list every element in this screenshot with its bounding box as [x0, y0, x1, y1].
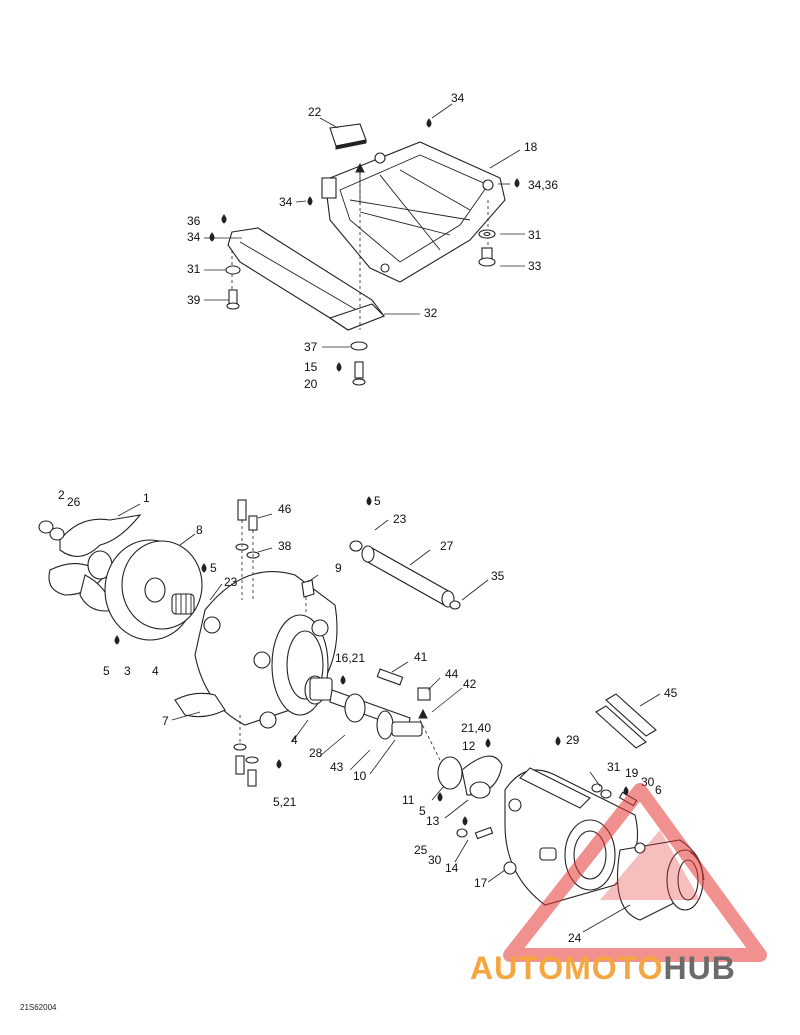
watermark-moto: MOTO — [564, 950, 664, 986]
label-42: 42 — [463, 677, 477, 691]
label-30: 30 — [428, 853, 442, 867]
label-39: 39 — [187, 293, 201, 307]
label-23: 23 — [393, 512, 407, 526]
top-assembly — [204, 103, 525, 386]
part-12-cone — [461, 755, 503, 799]
label-12: 12 — [462, 739, 476, 753]
adhesive-drop-icon — [209, 118, 520, 372]
part-4-spline — [171, 593, 195, 615]
label-5-21: 5,21 — [273, 795, 297, 809]
label-2: 2 — [58, 488, 65, 502]
label-24: 24 — [568, 931, 582, 945]
part-18-bracket — [321, 141, 506, 283]
part-27-tube — [349, 540, 461, 610]
label-25: 25 — [414, 843, 428, 857]
label-9: 9 — [335, 561, 342, 575]
label-4: 4 — [152, 664, 159, 678]
label-11: 11 — [402, 793, 415, 807]
label-43: 43 — [330, 760, 344, 774]
label-1: 1 — [143, 491, 150, 505]
label-29: 29 — [566, 733, 580, 747]
label-27: 27 — [440, 539, 454, 553]
drawing-code: 21S62004 — [20, 1003, 57, 1012]
label-26: 26 — [67, 495, 81, 509]
callout-labels: 22 34 18 34 34,36 36 34 31 31 33 39 32 3… — [58, 91, 678, 945]
label-8: 8 — [196, 523, 203, 537]
label-7: 7 — [162, 714, 169, 728]
label-34-36: 34,36 — [528, 178, 558, 192]
label-28: 28 — [309, 746, 323, 760]
label-17: 17 — [474, 876, 488, 890]
label-45: 45 — [664, 686, 678, 700]
label-10: 10 — [353, 769, 367, 783]
part-8-wear-ring — [104, 539, 203, 641]
label-21-40: 21,40 — [461, 721, 491, 735]
label-5: 5 — [210, 561, 217, 575]
label-36: 36 — [187, 214, 201, 228]
part-28-shaft — [309, 677, 423, 740]
label-4: 4 — [291, 733, 298, 747]
label-35: 35 — [491, 569, 505, 583]
label-16-21: 16,21 — [335, 651, 365, 665]
label-15: 15 — [304, 360, 318, 374]
watermark-text: AUTOMOTOHUB — [470, 950, 800, 994]
label-18: 18 — [524, 140, 538, 154]
label-34: 34 — [451, 91, 465, 105]
label-22: 22 — [308, 105, 322, 119]
label-13: 13 — [426, 814, 440, 828]
label-34: 34 — [279, 195, 293, 209]
bottom-assembly — [38, 496, 705, 933]
watermark-hub: HUB — [663, 950, 736, 986]
label-3: 3 — [124, 664, 131, 678]
label-23: 23 — [224, 575, 238, 589]
label-5: 5 — [374, 494, 381, 508]
label-31: 31 — [528, 228, 542, 242]
watermark-logo — [503, 783, 767, 962]
label-44: 44 — [445, 667, 459, 681]
label-32: 32 — [424, 306, 438, 320]
adhesive-drop-icon — [114, 496, 629, 826]
watermark-auto: AUTO — [470, 950, 565, 986]
label-14: 14 — [445, 861, 459, 875]
label-37: 37 — [304, 340, 318, 354]
part-45-rods — [595, 693, 657, 749]
part-32-crossbar — [227, 227, 385, 331]
label-31: 31 — [607, 760, 621, 774]
label-46: 46 — [278, 502, 292, 516]
label-33: 33 — [528, 259, 542, 273]
label-34: 34 — [187, 230, 201, 244]
label-20: 20 — [304, 377, 318, 391]
label-41: 41 — [414, 650, 428, 664]
label-5: 5 — [419, 804, 426, 818]
label-19: 19 — [625, 766, 639, 780]
label-5: 5 — [103, 664, 110, 678]
label-31: 31 — [187, 262, 201, 276]
label-38: 38 — [278, 539, 292, 553]
label-6: 6 — [655, 783, 662, 797]
